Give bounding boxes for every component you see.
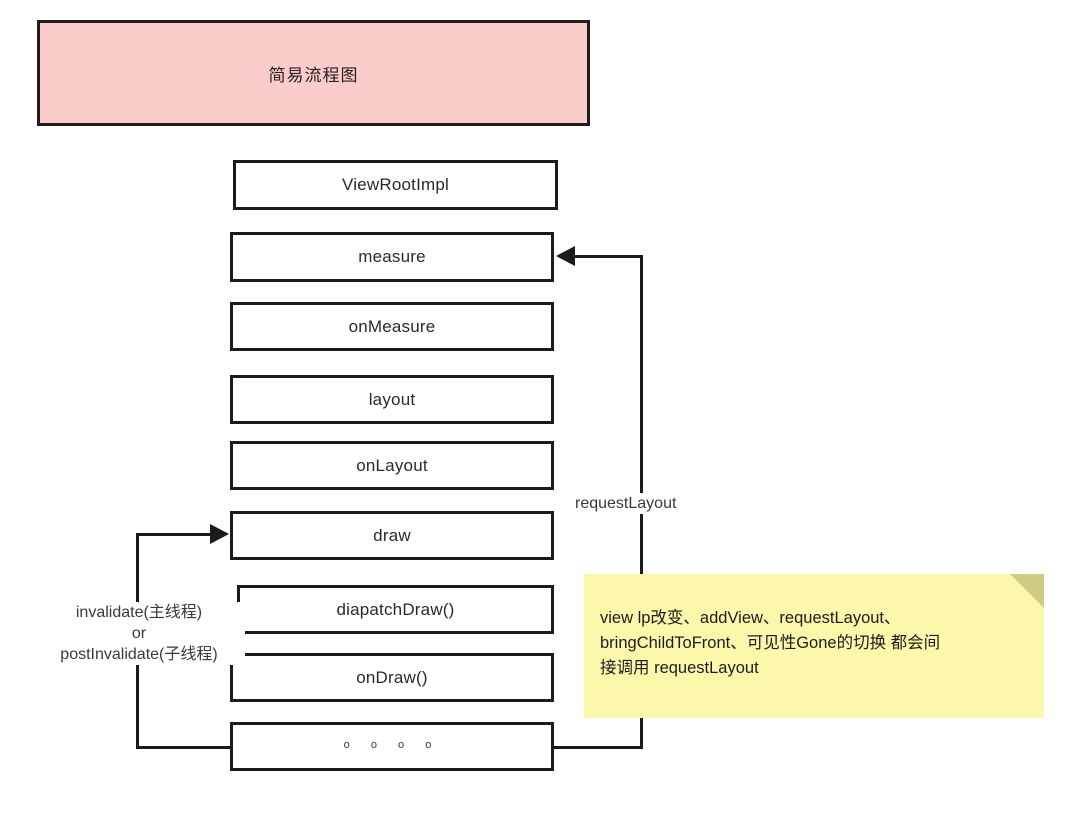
note-fold-corner-icon [1010, 574, 1044, 608]
sticky-note: view lp改变、addView、requestLayout、 bringCh… [584, 574, 1044, 718]
node-more[interactable]: o o o o [230, 722, 554, 771]
node-on-draw-label: onDraw() [356, 667, 428, 687]
sticky-note-line-2: bringChildToFront、可见性Gone的切换 都会间 [600, 634, 941, 653]
node-diapatch-draw[interactable]: diapatchDraw() [237, 585, 554, 634]
node-layout-label: layout [368, 389, 416, 409]
edge-request-layout-bottom-segment [553, 746, 643, 749]
sticky-note-text: view lp改变、addView、requestLayout、 bringCh… [600, 606, 1028, 681]
node-draw-label: draw [373, 525, 411, 545]
edge-invalidate-top-segment [136, 533, 212, 536]
edge-invalidate-bottom-segment [136, 746, 236, 749]
diagram-title-text: 简易流程图 [268, 65, 359, 85]
node-view-root-impl[interactable]: ViewRootImpl [233, 160, 558, 210]
node-on-layout-label: onLayout [356, 455, 428, 475]
edge-label-invalidate-line-3: postInvalidate(子线程) [60, 646, 218, 664]
edge-label-invalidate-line-1: invalidate(主线程) [75, 604, 203, 621]
node-layout[interactable]: layout [230, 375, 554, 424]
edge-label-invalidate: invalidate(主线程) or postInvalidate(子线程) [33, 602, 245, 666]
edge-label-invalidate-line-2: or [131, 625, 147, 643]
node-more-label: o o o o [343, 738, 441, 751]
node-view-root-impl-label: ViewRootImpl [342, 175, 449, 194]
node-on-layout[interactable]: onLayout [230, 441, 554, 490]
node-draw[interactable]: draw [230, 511, 554, 560]
edge-request-layout-arrowhead [556, 246, 575, 266]
node-diapatch-draw-label: diapatchDraw() [336, 599, 455, 619]
node-on-measure[interactable]: onMeasure [230, 302, 554, 351]
sticky-note-line-3: 接调用 requestLayout [600, 659, 759, 678]
edge-request-layout-top-segment [573, 255, 643, 258]
sticky-note-line-1: view lp改变、addView、requestLayout、 [600, 609, 901, 627]
node-measure-label: measure [358, 247, 426, 266]
node-on-draw[interactable]: onDraw() [230, 653, 554, 702]
edge-label-request-layout: requestLayout [572, 493, 680, 515]
edge-invalidate-arrowhead [210, 524, 229, 544]
node-on-measure-label: onMeasure [348, 316, 436, 336]
node-measure[interactable]: measure [230, 232, 554, 282]
diagram-title-box: 简易流程图 [37, 20, 590, 126]
